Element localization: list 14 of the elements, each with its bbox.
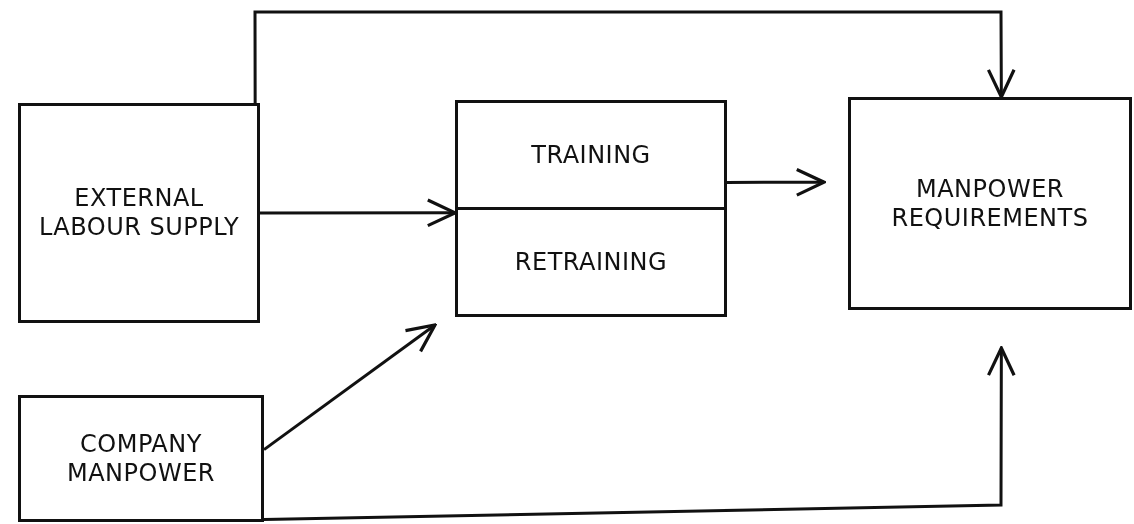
process-box	[848, 97, 1132, 310]
process-box	[18, 103, 260, 323]
arrow	[260, 198, 457, 228]
arrow	[263, 346, 1016, 521]
box-label: COMPANY MANPOWER	[66, 429, 216, 488]
process-box	[18, 395, 264, 522]
arrow	[253, 10, 1016, 103]
box-label: EXTERNAL LABOUR SUPPLY	[37, 184, 241, 242]
box-label: MANPOWER REQUIREMENTS	[890, 174, 1090, 233]
arrow	[263, 323, 437, 451]
box-label: TRAINING	[530, 140, 652, 170]
split-process-box	[455, 100, 727, 317]
box-label: RETRAINING	[513, 247, 669, 277]
arrow	[727, 167, 826, 197]
